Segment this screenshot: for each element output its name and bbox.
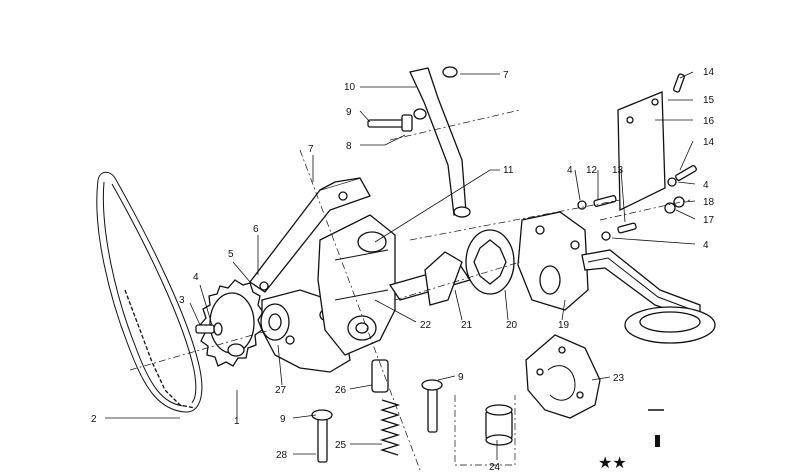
pump-cover	[517, 211, 589, 311]
callout-9: 9	[280, 414, 286, 425]
callout-2: 2	[91, 414, 97, 425]
callout-4: 4	[193, 272, 199, 283]
pump-gasket	[525, 334, 601, 419]
part-callouts: 14 15 16 14 4 18 17 4 12 13 4 7 10 9 8 7…	[91, 67, 715, 473]
corner-marks: ★★	[598, 409, 664, 472]
relief-valve-parts	[311, 359, 513, 463]
callout-4: 4	[567, 165, 573, 176]
callout-10: 10	[344, 82, 356, 93]
leader-lines	[105, 71, 696, 460]
oil-pickup	[581, 249, 716, 344]
callout-17: 17	[703, 215, 715, 226]
double-star-mark: ★★	[598, 453, 627, 472]
callout-12: 12	[586, 165, 598, 176]
callout-4: 4	[703, 180, 709, 191]
mounting-plate	[617, 91, 666, 212]
cover-bolts	[577, 73, 697, 241]
assembly-axes	[129, 109, 691, 471]
timing-chain	[96, 171, 203, 413]
sprocket-wheel	[199, 279, 264, 367]
callout-1: 1	[234, 416, 240, 427]
sprocket-bolt	[195, 322, 223, 336]
callout-7: 7	[503, 70, 509, 81]
callout-27: 27	[275, 385, 287, 396]
pump-bracket	[249, 177, 371, 293]
callout-19: 19	[558, 320, 570, 331]
callout-24: 24	[489, 462, 501, 473]
callout-16: 16	[703, 116, 715, 127]
callout-9: 9	[346, 107, 352, 118]
callout-18: 18	[703, 197, 715, 208]
suction-pipe	[409, 66, 471, 218]
callout-8: 8	[346, 141, 352, 152]
callout-20: 20	[506, 320, 518, 331]
outer-rotor	[465, 229, 515, 295]
callout-14: 14	[703, 137, 715, 148]
drive-shaft	[388, 251, 472, 306]
callout-21: 21	[461, 320, 473, 331]
pump-block	[317, 214, 396, 356]
callout-3: 3	[179, 295, 185, 306]
callout-4: 4	[703, 240, 709, 251]
callout-5: 5	[228, 249, 234, 260]
upper-bolt	[367, 108, 427, 132]
callout-15: 15	[703, 95, 715, 106]
callout-23: 23	[613, 373, 625, 384]
callout-6: 6	[253, 224, 259, 235]
callout-26: 26	[335, 385, 347, 396]
callout-11: 11	[503, 165, 514, 176]
callout-28: 28	[276, 450, 288, 461]
callout-13: 13	[612, 165, 624, 176]
callout-7: 7	[308, 144, 314, 155]
callout-22: 22	[420, 320, 432, 331]
callout-14: 14	[703, 67, 715, 78]
callout-9: 9	[458, 372, 464, 383]
callout-25: 25	[335, 440, 347, 451]
